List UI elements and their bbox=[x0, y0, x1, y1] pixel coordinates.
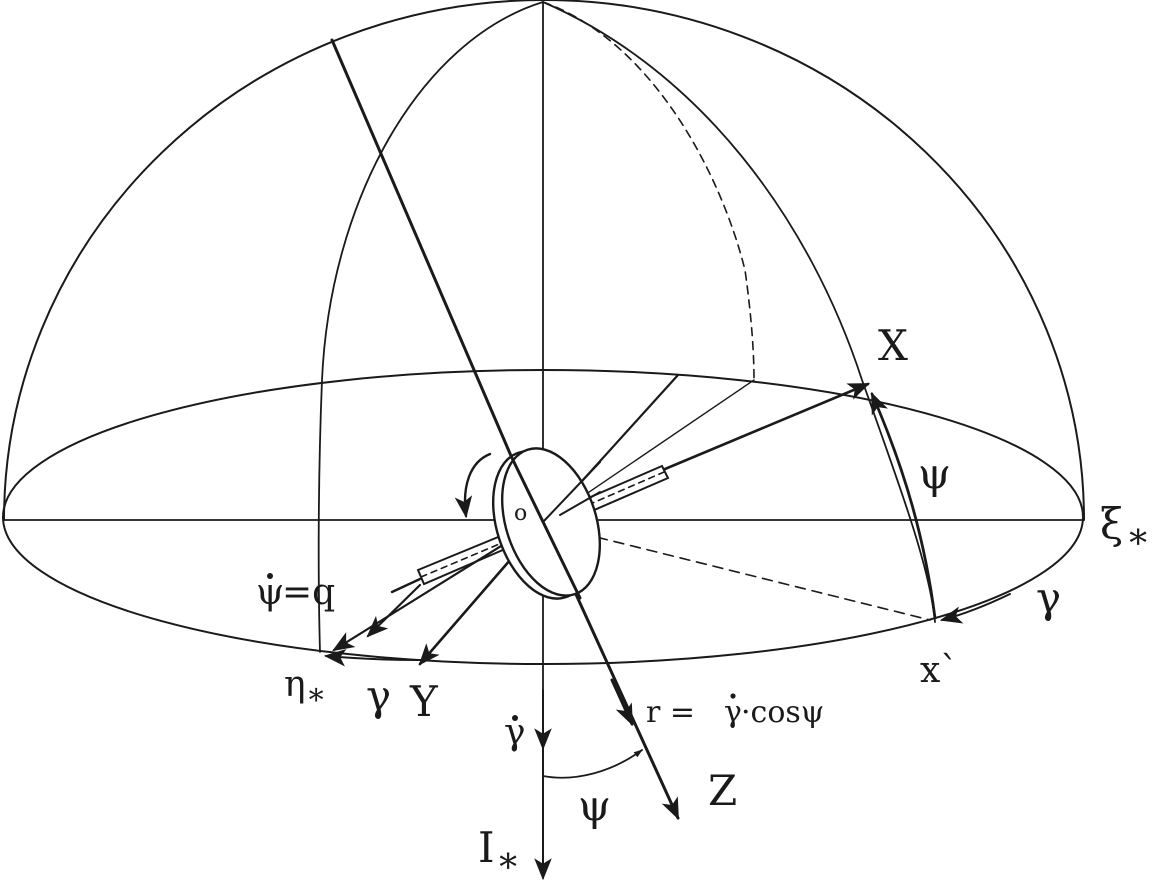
svg-text:∗: ∗ bbox=[496, 840, 520, 881]
psi-arc-right bbox=[870, 391, 937, 620]
r-arrow bbox=[610, 678, 634, 727]
z-axis-upper bbox=[330, 38, 532, 502]
rotation-arrow bbox=[454, 452, 492, 519]
label-psi-dot-q: ψ =q bbox=[256, 572, 335, 613]
svg-text:∗: ∗ bbox=[306, 677, 326, 712]
label-r-formula: r = γ ·cosψ bbox=[646, 693, 824, 730]
label-y: Y bbox=[409, 677, 439, 726]
label-gamma-dot: γ bbox=[504, 712, 526, 753]
svg-text:=q: =q bbox=[282, 572, 335, 613]
svg-text:γ: γ bbox=[504, 712, 526, 753]
eta-axis-arrow bbox=[332, 526, 532, 652]
hemisphere-outline bbox=[3, 0, 1085, 521]
psi-arc-bottom bbox=[542, 749, 643, 779]
dashed-meridian bbox=[542, 1, 755, 381]
svg-text:r =: r = bbox=[646, 695, 695, 730]
label-psi-bottom: ψ bbox=[578, 781, 611, 830]
svg-text:∗: ∗ bbox=[1126, 516, 1150, 557]
gamma-arrow-x-prime bbox=[939, 593, 1011, 624]
svg-text:·cosψ: ·cosψ bbox=[741, 695, 824, 730]
label-x-prime: x` bbox=[920, 650, 958, 691]
label-x: X bbox=[878, 321, 908, 370]
svg-text:I: I bbox=[478, 823, 495, 872]
svg-text:η: η bbox=[284, 664, 306, 705]
meridian-x-prime bbox=[542, 1, 936, 623]
label-psi-right: ψ bbox=[918, 449, 951, 498]
label-z: Z bbox=[708, 766, 737, 815]
label-eta: η ∗ bbox=[284, 664, 326, 712]
gamma-arrow-eta bbox=[323, 648, 421, 667]
label-i: I ∗ bbox=[478, 823, 520, 881]
psi-dot-arrow bbox=[366, 583, 422, 638]
svg-text:γ: γ bbox=[724, 695, 742, 730]
meridian-eta bbox=[317, 1, 544, 653]
shaft-end-left bbox=[390, 577, 422, 594]
label-xi: ξ ∗ bbox=[1100, 499, 1150, 557]
dashed-line-to-x-prime bbox=[547, 524, 931, 621]
label-origin: o bbox=[514, 501, 527, 526]
label-gamma-right: γ bbox=[1036, 573, 1061, 622]
svg-text:ξ: ξ bbox=[1100, 499, 1123, 548]
label-gamma-left: γ bbox=[366, 671, 391, 720]
